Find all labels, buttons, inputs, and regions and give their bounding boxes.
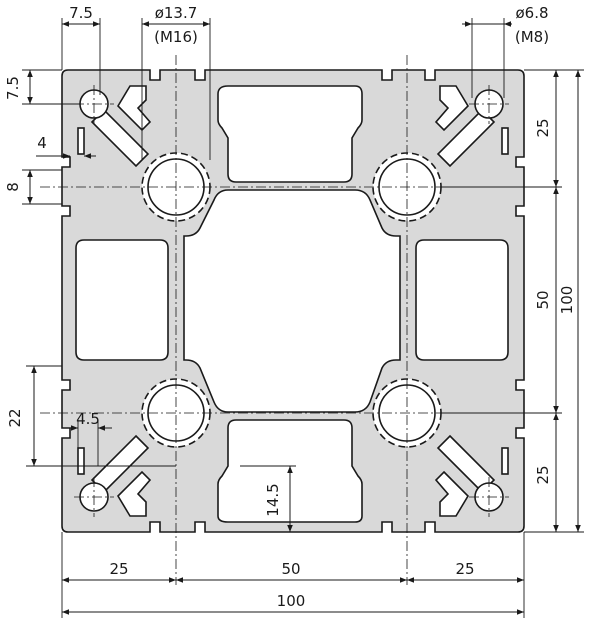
label-right-upper: 25 (534, 118, 552, 137)
label-right-total: 100 (558, 286, 576, 315)
label-left-slot-depth: 4 (37, 134, 47, 152)
edge-notch-right-bottom (501, 447, 509, 475)
center-cavity (183, 189, 401, 413)
bottom-dimensions: 25 50 25 100 (61, 532, 525, 618)
label-bottom-mid: 50 (281, 560, 300, 578)
corner-channel-top-right (434, 85, 470, 132)
label-center-depth: 14.5 (264, 483, 282, 516)
corner-channel-bottom-left (116, 470, 152, 517)
right-slot-cavity (415, 239, 509, 361)
label-small-bore-dia: ø6.8 (515, 4, 548, 22)
edge-notch-left-top (77, 127, 85, 155)
label-left-lower: 22 (6, 408, 24, 427)
left-slot-cavity (75, 239, 169, 361)
label-left-lower-slot: 4.5 (76, 410, 100, 428)
label-large-bore-thread: (M16) (154, 28, 198, 46)
label-right-lower: 25 (534, 465, 552, 484)
label-top-slot: 7.5 (69, 4, 93, 22)
label-small-bore-thread: (M8) (515, 28, 549, 46)
label-bottom-total: 100 (277, 592, 306, 610)
label-bottom-left: 25 (109, 560, 128, 578)
label-left-top: 7.5 (4, 76, 22, 100)
top-slot-cavity (217, 85, 363, 183)
edge-notch-right-top (501, 127, 509, 155)
profile-cavities (75, 85, 509, 523)
label-large-bore-dia: ø13.7 (155, 4, 198, 22)
center-depth-dimension: 14.5 (240, 465, 296, 532)
label-right-mid: 50 (534, 290, 552, 309)
corner-channel-bottom-right (434, 470, 470, 517)
label-left-slot-width: 8 (4, 182, 22, 192)
left-dimensions: 7.5 4 8 22 4.5 (4, 69, 176, 467)
label-bottom-right: 25 (455, 560, 474, 578)
right-dimensions: 25 50 25 100 (440, 69, 584, 533)
small-bores (79, 89, 504, 512)
edge-notch-left-bottom (77, 447, 85, 475)
top-dimensions: 7.5 ø13.7 (M16) ø6.8 (M8) (61, 4, 549, 160)
